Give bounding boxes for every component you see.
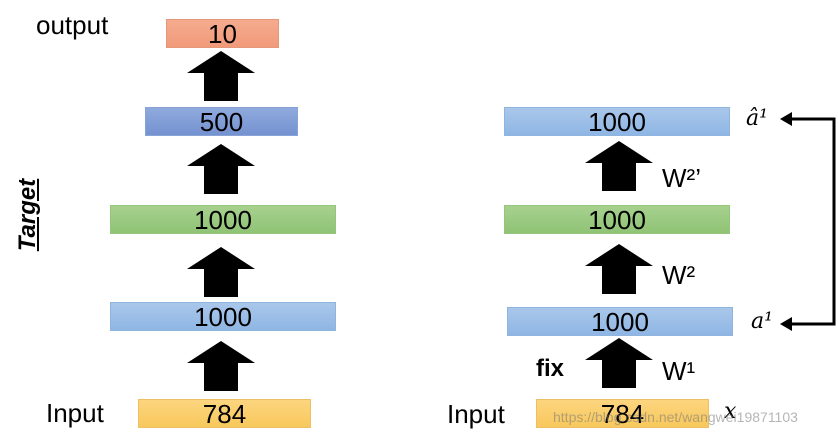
left-input-label: Input [46,398,104,428]
up-arrow-icon [187,144,255,194]
up-arrow-icon [187,247,255,297]
up-arrow-icon [187,341,255,391]
layer-1000-blue-box: 1000 [110,302,336,331]
w1-label: W¹ [662,356,696,386]
a1-layer-box: 1000 [507,307,733,336]
up-arrow-icon [585,338,653,388]
a1-label: a¹ [751,309,773,334]
x-label: x [724,399,737,424]
w2-label: W² [662,260,696,290]
right-input-layer-box: 784 [536,399,709,428]
layer-1000-green-box: 1000 [110,205,336,234]
reconstruction-layer-box: 1000 [504,107,730,136]
hidden-layer-box: 1000 [504,205,730,234]
output-label: output [36,10,109,40]
a1-hat-label: â¹ [746,106,768,131]
output-layer-box: 10 [166,19,279,48]
target-label: Target [14,178,41,252]
w2-prime-label: W²’ [662,163,701,193]
up-arrow-icon [585,244,653,294]
up-arrow-icon [585,141,653,191]
left-input-layer-box: 784 [138,399,311,428]
fix-label: fix [536,355,565,382]
right-input-label: Input [447,399,505,429]
up-arrow-icon [187,51,255,101]
layer-500-box: 500 [145,107,298,136]
watermark: https://blog.csdn.net/wangwei19871103 [553,409,798,425]
comparison-bracket-arrow [780,112,836,331]
